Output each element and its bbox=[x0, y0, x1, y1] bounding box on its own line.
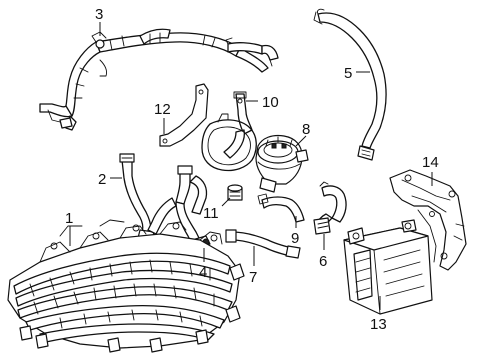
callout-3: 3 bbox=[95, 6, 103, 23]
callout-8: 8 bbox=[302, 121, 310, 138]
pump-bracket bbox=[201, 113, 257, 172]
part-1-harness-assembly bbox=[7, 219, 245, 353]
leader-8 bbox=[295, 135, 307, 147]
leader-11 bbox=[221, 197, 231, 207]
callout-labels: 3 5 12 10 8 2 14 11 9 6 1 4 7 13 bbox=[65, 6, 439, 333]
part-8-water-pump bbox=[255, 134, 309, 193]
callout-12: 12 bbox=[154, 101, 171, 118]
callout-1: 1 bbox=[65, 210, 73, 227]
part-12-bracket bbox=[159, 83, 209, 147]
part-11-plug bbox=[227, 184, 243, 201]
callout-9: 9 bbox=[291, 230, 299, 247]
part-13-cooler bbox=[343, 219, 433, 315]
callout-4: 4 bbox=[199, 264, 207, 281]
callout-6: 6 bbox=[319, 253, 327, 270]
callout-10: 10 bbox=[262, 94, 279, 111]
callout-2: 2 bbox=[98, 171, 106, 188]
part-4-hose bbox=[147, 165, 211, 249]
callout-7: 7 bbox=[249, 269, 257, 286]
callout-11: 11 bbox=[203, 205, 219, 222]
leader-lines bbox=[69, 22, 433, 310]
part-5-hose bbox=[313, 8, 387, 161]
part-10-pipe bbox=[223, 91, 253, 159]
callout-14: 14 bbox=[422, 154, 439, 171]
part-14-bracket bbox=[389, 169, 467, 271]
part-6-hose bbox=[313, 181, 347, 235]
callout-13: 13 bbox=[370, 316, 387, 333]
part-7-hose bbox=[225, 229, 301, 259]
part-3-hose-assembly bbox=[39, 28, 279, 131]
callout-5: 5 bbox=[344, 65, 352, 82]
part-9-hose bbox=[257, 193, 305, 223]
